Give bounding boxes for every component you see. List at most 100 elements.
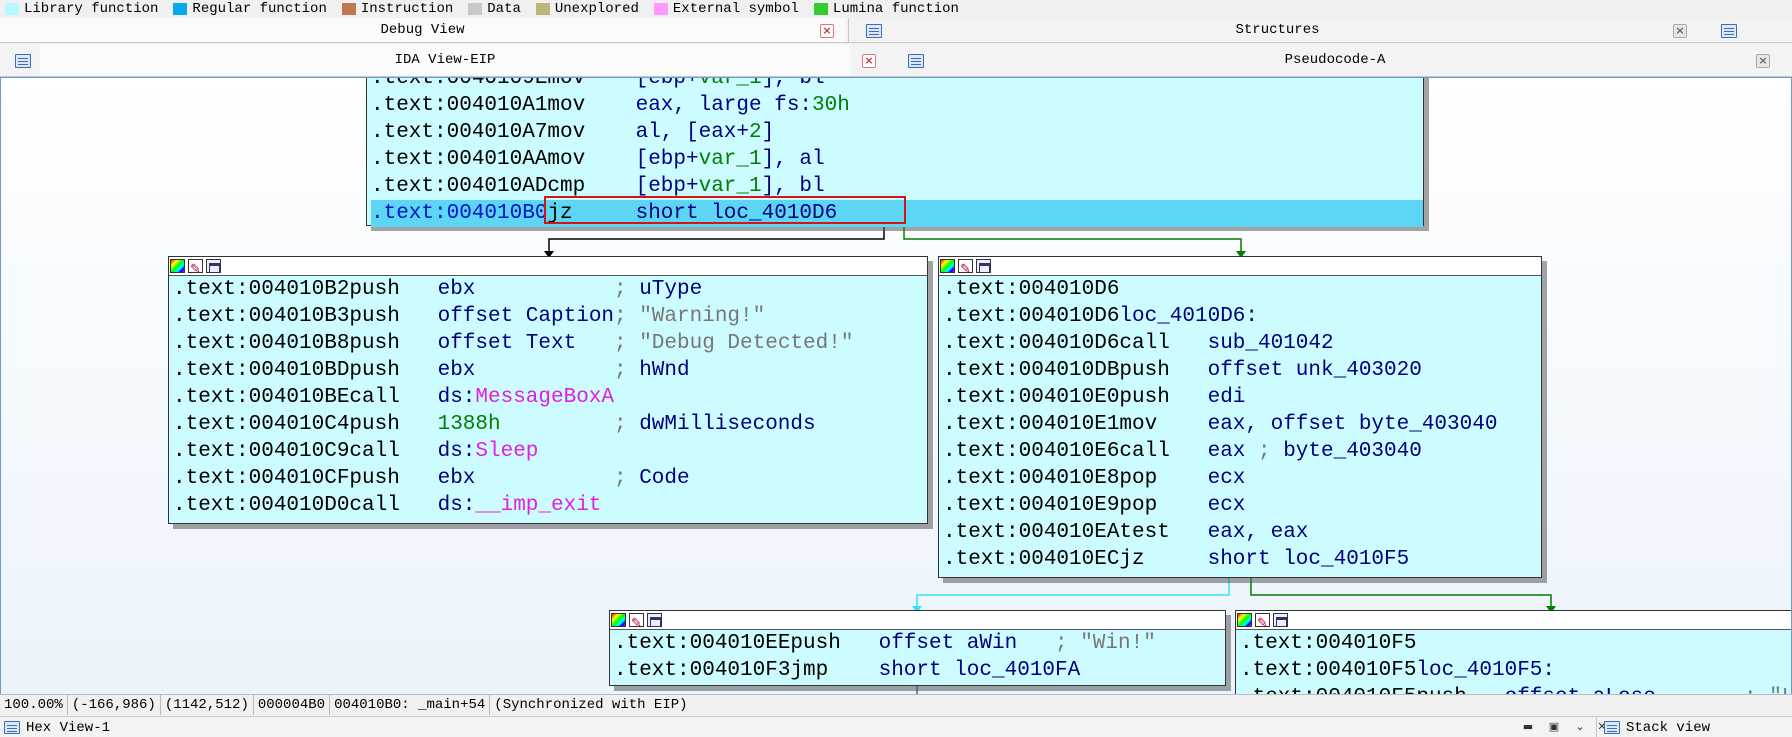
- operand: eax, eax: [1207, 521, 1309, 544]
- file-offset: 000004B0: [254, 695, 331, 715]
- edge-false-arrow: [544, 251, 554, 258]
- operand: 30h: [812, 94, 850, 117]
- close-pseudocode-icon[interactable]: ×: [1756, 54, 1770, 68]
- rename-icon[interactable]: [958, 256, 973, 283]
- tab-pseudocode-a[interactable]: Pseudocode-A: [935, 44, 1735, 76]
- rename-icon[interactable]: [629, 610, 644, 637]
- operand: eax, offset byte_403040: [1207, 413, 1498, 436]
- operand: ds:: [437, 440, 476, 463]
- operand: byte_403040: [1283, 440, 1422, 463]
- mnemonic: mov: [547, 94, 586, 117]
- dropdown-icon[interactable]: ⌄: [1575, 720, 1585, 733]
- group-icon[interactable]: [206, 259, 221, 273]
- color-icon[interactable]: [940, 259, 955, 273]
- color-icon[interactable]: [170, 259, 185, 273]
- instruction-address: .text:004010EA: [943, 521, 1120, 544]
- instruction-address: .text:004010D0: [173, 494, 350, 517]
- panel-list-icon[interactable]: [1721, 24, 1737, 38]
- color-icon[interactable]: [611, 613, 626, 627]
- legend-label: Instruction: [360, 1, 454, 17]
- tab-ida-view-eip[interactable]: IDA View-EIP: [40, 44, 850, 76]
- tab-row-top: Debug View × Structures ×: [0, 18, 1792, 43]
- legend-label: Unexplored: [554, 1, 639, 17]
- code-block-loc-4010f5[interactable]: .text:004010F5.text:004010F5loc_4010F5:.…: [1235, 610, 1791, 694]
- code-line[interactable]: .text:004010F5pushoffset aLose; "Lose": [1240, 684, 1791, 694]
- close-hex-view-icon[interactable]: ✕: [1597, 720, 1607, 733]
- graph-position: (-166,986): [68, 695, 161, 715]
- code-line[interactable]: .text:004010D6: [943, 276, 1541, 303]
- tab-debug-view[interactable]: Debug View: [0, 18, 845, 42]
- tab-hex-view[interactable]: Hex View-1: [26, 717, 110, 737]
- mnemonic: push: [349, 332, 400, 355]
- code-line[interactable]: .text:004010F5: [1240, 630, 1791, 657]
- operand: al, [eax+: [635, 121, 750, 144]
- minimize-icon[interactable]: ▬: [1522, 720, 1534, 733]
- group-icon[interactable]: [976, 259, 991, 273]
- close-structures-icon[interactable]: ×: [1673, 24, 1687, 38]
- code-label: loc_4010F5:: [1416, 659, 1556, 682]
- current-location: 004010B0: _main+54: [330, 695, 491, 715]
- instruction-address: .text:004010EC: [943, 548, 1120, 571]
- close-ida-view-icon[interactable]: ×: [862, 54, 876, 68]
- color-icon[interactable]: [1237, 613, 1252, 627]
- stack-view-icon: [1604, 721, 1620, 734]
- legend-item: External symbol: [649, 1, 799, 17]
- operand: ], bl: [761, 175, 825, 198]
- close-debug-view-icon[interactable]: ×: [820, 24, 834, 38]
- operand: MessageBoxA: [475, 386, 615, 409]
- code-block-loc-4010d6[interactable]: .text:004010D6.text:004010D6loc_4010D6:.…: [938, 256, 1542, 578]
- mnemonic: jz: [1119, 548, 1145, 571]
- mnemonic: push: [349, 305, 400, 328]
- tab-label: Debug View: [380, 22, 465, 38]
- rename-icon[interactable]: [188, 256, 203, 283]
- legend-label: Lumina function: [832, 1, 959, 17]
- pin-icon[interactable]: ▣: [1548, 720, 1560, 733]
- group-icon[interactable]: [1273, 613, 1288, 627]
- mnemonic: push: [790, 632, 841, 655]
- rename-icon[interactable]: [1255, 610, 1270, 637]
- operand: offset Text: [437, 332, 577, 355]
- instruction-address: .text:004010C9: [173, 440, 350, 463]
- bottom-panels: Hex View-1 ▬ ▣ ⌄ ✕ Stack view: [0, 716, 1792, 737]
- instruction-address: .text:004010E0: [943, 386, 1120, 409]
- operand: short loc_4010D6: [635, 202, 838, 225]
- tab-stack-view[interactable]: Stack view: [1626, 717, 1710, 737]
- instruction-address: .text:004010B2: [173, 278, 350, 301]
- instruction-address: .text:004010F5: [1240, 684, 1416, 694]
- mnemonic: jmp: [790, 659, 829, 682]
- group-icon[interactable]: [647, 613, 662, 627]
- tab-structures[interactable]: Structures: [848, 18, 1706, 42]
